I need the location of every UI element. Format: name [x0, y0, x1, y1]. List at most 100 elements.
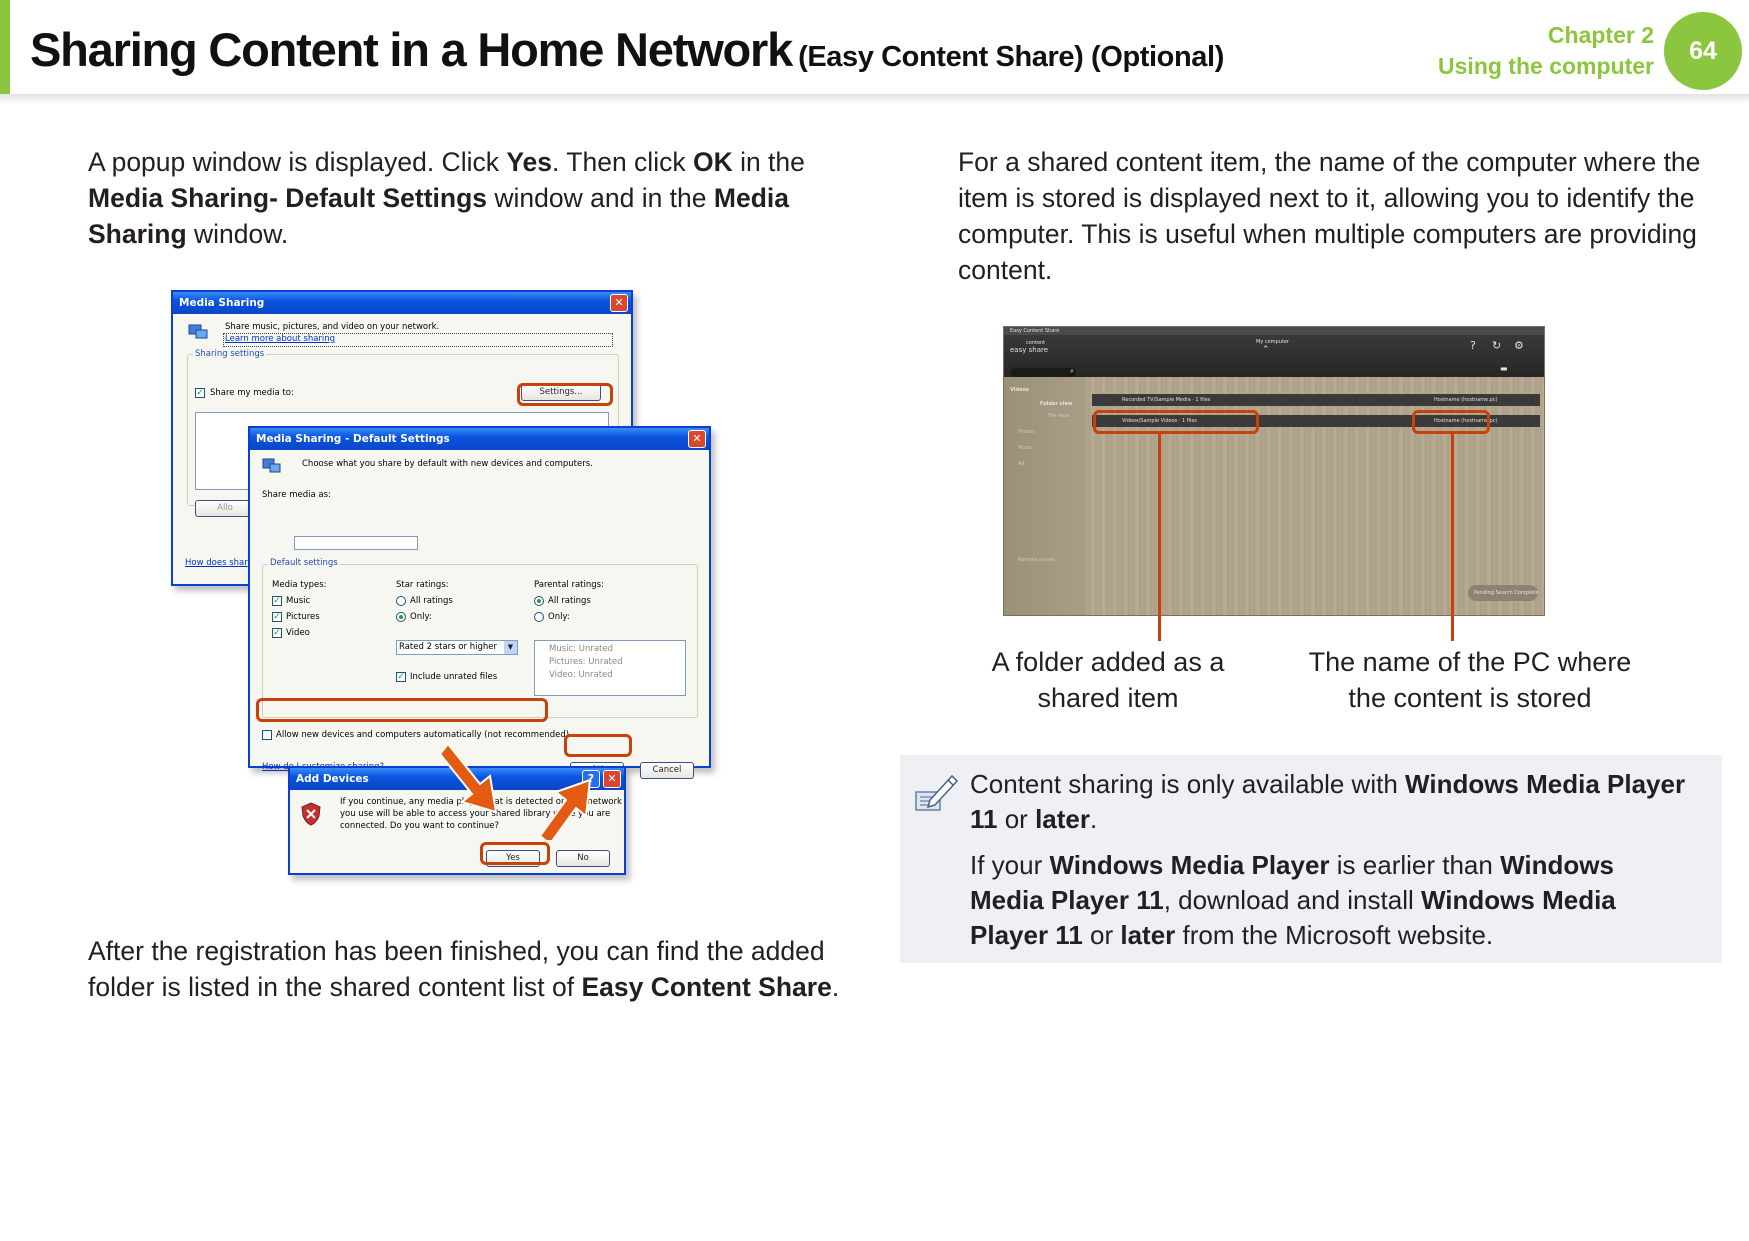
text-run: window and in the: [487, 183, 714, 213]
app-titlebar: Easy Content Share: [1004, 327, 1544, 335]
text-run: A popup window is displayed. Click: [88, 147, 507, 177]
network-share-icon: [262, 458, 281, 473]
share-media-as-input[interactable]: [294, 536, 418, 550]
text-run: Content sharing is only available with: [970, 769, 1406, 799]
group-label: Default settings: [268, 558, 340, 569]
my-computer-label: My computer: [1256, 339, 1289, 345]
rated-select[interactable]: Rated 2 stars or higher ▼: [396, 640, 518, 655]
list-item: Pictures: Unrated: [549, 657, 623, 667]
intro-text: Choose what you share by default with ne…: [302, 459, 593, 469]
music-checkbox[interactable]: ✓: [272, 596, 282, 606]
close-icon[interactable]: ✕: [603, 770, 621, 788]
text-run: After the registration has been finished…: [88, 936, 825, 1002]
note-pencil-icon: [915, 774, 959, 811]
sidebar-item-file-view[interactable]: File view: [1048, 413, 1070, 419]
chapter-title: Using the computer: [1438, 53, 1654, 79]
search-icon[interactable]: ⌕: [1070, 367, 1074, 375]
allow-button[interactable]: Allo: [195, 500, 255, 517]
no-button[interactable]: No: [556, 850, 610, 867]
table-row[interactable]: Recorded TV/Sample Media · 1 files Hostn…: [1092, 394, 1540, 406]
result-paragraph: After the registration has been finished…: [88, 933, 868, 1005]
text-run: , download and install: [1163, 885, 1421, 915]
text-run: .: [1090, 804, 1098, 834]
note-box: [900, 755, 1722, 963]
page-title: Sharing Content in a Home Network(Easy C…: [30, 22, 1224, 77]
media-types-label: Media types:: [272, 580, 327, 590]
shared-folder-name: Recorded TV/Sample Media · 1 files: [1122, 397, 1211, 403]
sidebar-item-all[interactable]: All: [1018, 461, 1025, 467]
allow-new-devices-checkbox[interactable]: [262, 730, 272, 740]
yes-highlight: [480, 842, 550, 865]
allow-new-highlight: [256, 698, 548, 722]
text-run: If your: [970, 850, 1050, 880]
chapter-number: Chapter 2: [1547, 22, 1654, 48]
folder-icon[interactable]: ▬: [1500, 364, 1508, 373]
all-ratings-radio[interactable]: [396, 596, 406, 606]
intro-text: Share music, pictures, and video on your…: [225, 322, 440, 332]
text-run: from the Microsoft website.: [1175, 920, 1494, 950]
message-text: you use will be able to access your shar…: [340, 809, 611, 819]
help-icon[interactable]: ?: [1470, 339, 1476, 352]
table-row[interactable]: Videos/Sample Videos · 1 files Hostname …: [1092, 415, 1540, 427]
instruction-paragraph: A popup window is displayed. Click Yes. …: [88, 144, 868, 252]
sidebar-item-folder-view[interactable]: Folder view: [1040, 401, 1073, 407]
status-badge: Pending Search Complete: [1468, 585, 1538, 601]
rated-select-value: Rated 2 stars or higher: [399, 642, 497, 652]
sidebar-item-photos[interactable]: Photos: [1018, 429, 1035, 435]
arrow-up-right-icon: [538, 778, 592, 840]
learn-more-link[interactable]: Learn more about sharing: [225, 334, 336, 344]
parental-all-radio[interactable]: [534, 596, 544, 606]
how-does-sharing-link[interactable]: How does shar: [185, 558, 248, 568]
shared-folder-name: Videos/Sample Videos · 1 files: [1122, 418, 1198, 424]
list-item: Music: Unrated: [549, 644, 614, 654]
video-label: Video: [286, 628, 310, 638]
pictures-checkbox[interactable]: ✓: [272, 612, 282, 622]
page-number-badge: 64: [1664, 12, 1742, 90]
shield-icon: [301, 802, 321, 826]
close-icon[interactable]: ✕: [688, 430, 706, 448]
text-run: .: [831, 972, 840, 1002]
search-input[interactable]: [1010, 368, 1076, 377]
easy-content-share-screenshot: Easy Content Share content easy share ⌕ …: [1003, 326, 1545, 616]
share-media-as-label: Share media as:: [262, 490, 331, 500]
header-accent-bar: [0, 0, 10, 96]
refresh-icon[interactable]: ↻: [1492, 339, 1502, 352]
sidebar-item-videos[interactable]: Videos: [1010, 387, 1029, 393]
bold-term: later: [1035, 804, 1090, 834]
app-title: Easy Content Share: [1010, 328, 1060, 334]
message-text: connected. Do you want to continue?: [340, 821, 499, 831]
group-label: Sharing settings: [193, 349, 267, 360]
only-ratings-radio[interactable]: [396, 612, 406, 622]
chevron-down-icon[interactable]: ▼: [504, 641, 517, 654]
text-run: is earlier than: [1329, 850, 1501, 880]
callout-line-pc: [1451, 434, 1454, 641]
pc-name: Hostname (hostname.pc): [1434, 397, 1498, 403]
share-my-media-label: Share my media to:: [210, 388, 294, 398]
sidebar-item-remote-server[interactable]: Remote server: [1018, 557, 1055, 563]
chevron-up-icon[interactable]: ⌃: [1262, 345, 1270, 355]
music-label: Music: [286, 596, 311, 606]
share-my-media-checkbox[interactable]: ✓: [195, 388, 205, 398]
gear-icon[interactable]: ⚙: [1514, 339, 1524, 352]
window-title: Media Sharing - Default Settings: [256, 433, 450, 445]
parental-only-radio[interactable]: [534, 612, 544, 622]
callout-line-folder: [1158, 434, 1161, 641]
bold-term-easy-content-share: Easy Content Share: [581, 972, 832, 1002]
close-icon[interactable]: ✕: [610, 294, 628, 312]
add-devices-titlebar: Add Devices ? ✕: [290, 768, 624, 790]
window-body: Choose what you share by default with ne…: [250, 450, 709, 779]
bold-term: Windows Media Player: [1049, 850, 1330, 880]
bold-term: Windows Media Player 11: [970, 769, 1686, 834]
include-unrated-checkbox[interactable]: ✓: [396, 672, 406, 682]
cancel-button[interactable]: Cancel: [640, 762, 694, 779]
shared-content-paragraph: For a shared content item, the name of t…: [958, 147, 1701, 285]
sidebar-item-music[interactable]: Music: [1018, 445, 1033, 451]
video-checkbox[interactable]: ✓: [272, 628, 282, 638]
include-unrated-label: Include unrated files: [410, 672, 498, 682]
only-ratings-label: Only:: [410, 612, 432, 622]
parental-list[interactable]: Music: Unrated Pictures: Unrated Video: …: [534, 640, 686, 696]
caption-shared-folder: A folder added as a shared item: [991, 647, 1225, 713]
parental-only-label: Only:: [548, 612, 570, 622]
app-toolbar: [1004, 327, 1544, 377]
caption-pc-name: The name of the PC where the content is …: [1308, 647, 1632, 713]
